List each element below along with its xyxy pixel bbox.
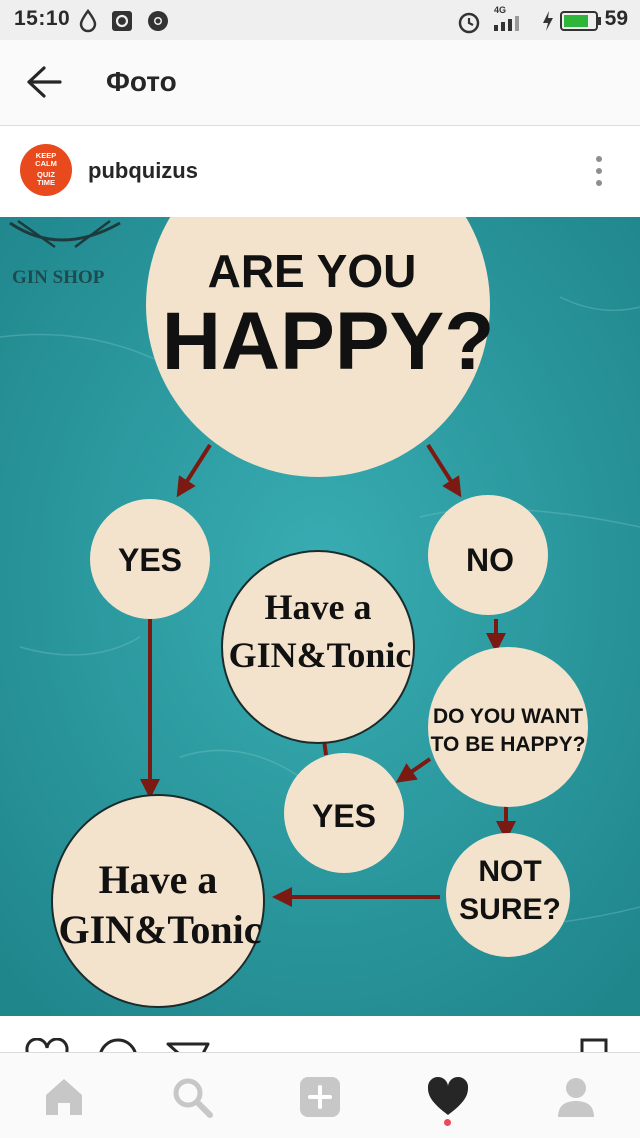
want-line2: TO BE HAPPY?: [431, 733, 586, 756]
notsure-line1: NOT: [478, 855, 541, 888]
gin-top-circle: [221, 550, 415, 744]
status-time: 15:10: [14, 7, 71, 30]
bookmark-icon[interactable]: [578, 1036, 610, 1052]
activity-heart-icon[interactable]: [426, 1075, 470, 1119]
search-icon[interactable]: [170, 1075, 214, 1119]
gin-top-line1: Have a: [265, 587, 372, 627]
page-title: Фото: [106, 66, 177, 97]
avatar-text-calm: CALM: [35, 159, 57, 168]
avatar-text-keep: KEEP: [35, 151, 57, 160]
gin-bottom-line1: Have a: [99, 857, 218, 902]
avatar[interactable]: KEEP CALM QUIZ TIME: [20, 144, 72, 196]
gin-shop-logo: GIN SHOP: [9, 219, 121, 288]
gin-bottom-line2: GIN&Tonic: [58, 907, 261, 952]
arrow-happy-to-yes: [176, 443, 212, 498]
network-type: 4G: [494, 5, 507, 15]
app-header: Фото: [0, 40, 640, 126]
post-header: KEEP CALM QUIZ TIME pubquizus: [0, 127, 640, 217]
notification-dot: [444, 1119, 451, 1126]
arrow-want-to-yes: [395, 757, 432, 783]
share-icon[interactable]: [166, 1040, 210, 1052]
happy-circle: [146, 217, 490, 477]
yes-left-circle: [90, 499, 210, 619]
brand-text: GIN SHOP: [12, 267, 105, 288]
battery-percent: 59: [604, 7, 628, 30]
avatar-text-time: TIME: [37, 178, 55, 187]
no-text: NO: [466, 542, 514, 578]
profile-icon[interactable]: [554, 1075, 598, 1119]
battery-icon: [560, 11, 601, 31]
want-line1: DO YOU WANT: [433, 705, 583, 728]
add-icon[interactable]: [298, 1075, 342, 1119]
droplet-icon: [79, 9, 97, 33]
more-options-icon[interactable]: [594, 154, 604, 188]
yes-left-text: YES: [118, 542, 182, 578]
post-username[interactable]: pubquizus: [88, 158, 198, 183]
avatar-text-quiz: QUIZ: [37, 170, 55, 179]
back-arrow-icon[interactable]: [24, 64, 64, 100]
comment-icon[interactable]: [96, 1038, 140, 1052]
bottom-tab-bar: [0, 1052, 640, 1138]
question-line1: ARE YOU: [208, 245, 417, 297]
like-icon[interactable]: [24, 1038, 70, 1052]
notsure-line2: SURE?: [459, 893, 561, 926]
question-line2: HAPPY?: [162, 296, 495, 387]
post-actions: [0, 1016, 640, 1052]
status-bar: 15:10 4G 59: [0, 0, 640, 40]
flowchart: GIN SHOP ARE YOU HAPPY?: [0, 217, 640, 1016]
no-circle: [428, 495, 548, 615]
alarm-icon: [458, 12, 480, 34]
home-icon[interactable]: [42, 1075, 86, 1119]
yes-middle-text: YES: [312, 798, 376, 834]
signal-icon: [494, 16, 519, 31]
gin-top-line2: GIN&Tonic: [229, 635, 412, 675]
want-circle: [428, 647, 588, 807]
at-sign-icon: [112, 11, 132, 31]
notsure-circle: [446, 833, 570, 957]
charging-icon: [543, 11, 553, 31]
yes-middle-circle: [284, 753, 404, 873]
post-photo[interactable]: GIN SHOP ARE YOU HAPPY?: [0, 217, 640, 1016]
gin-bottom-circle: [51, 794, 265, 1008]
arrow-happy-to-no: [426, 443, 462, 498]
chrome-icon: [148, 11, 168, 31]
